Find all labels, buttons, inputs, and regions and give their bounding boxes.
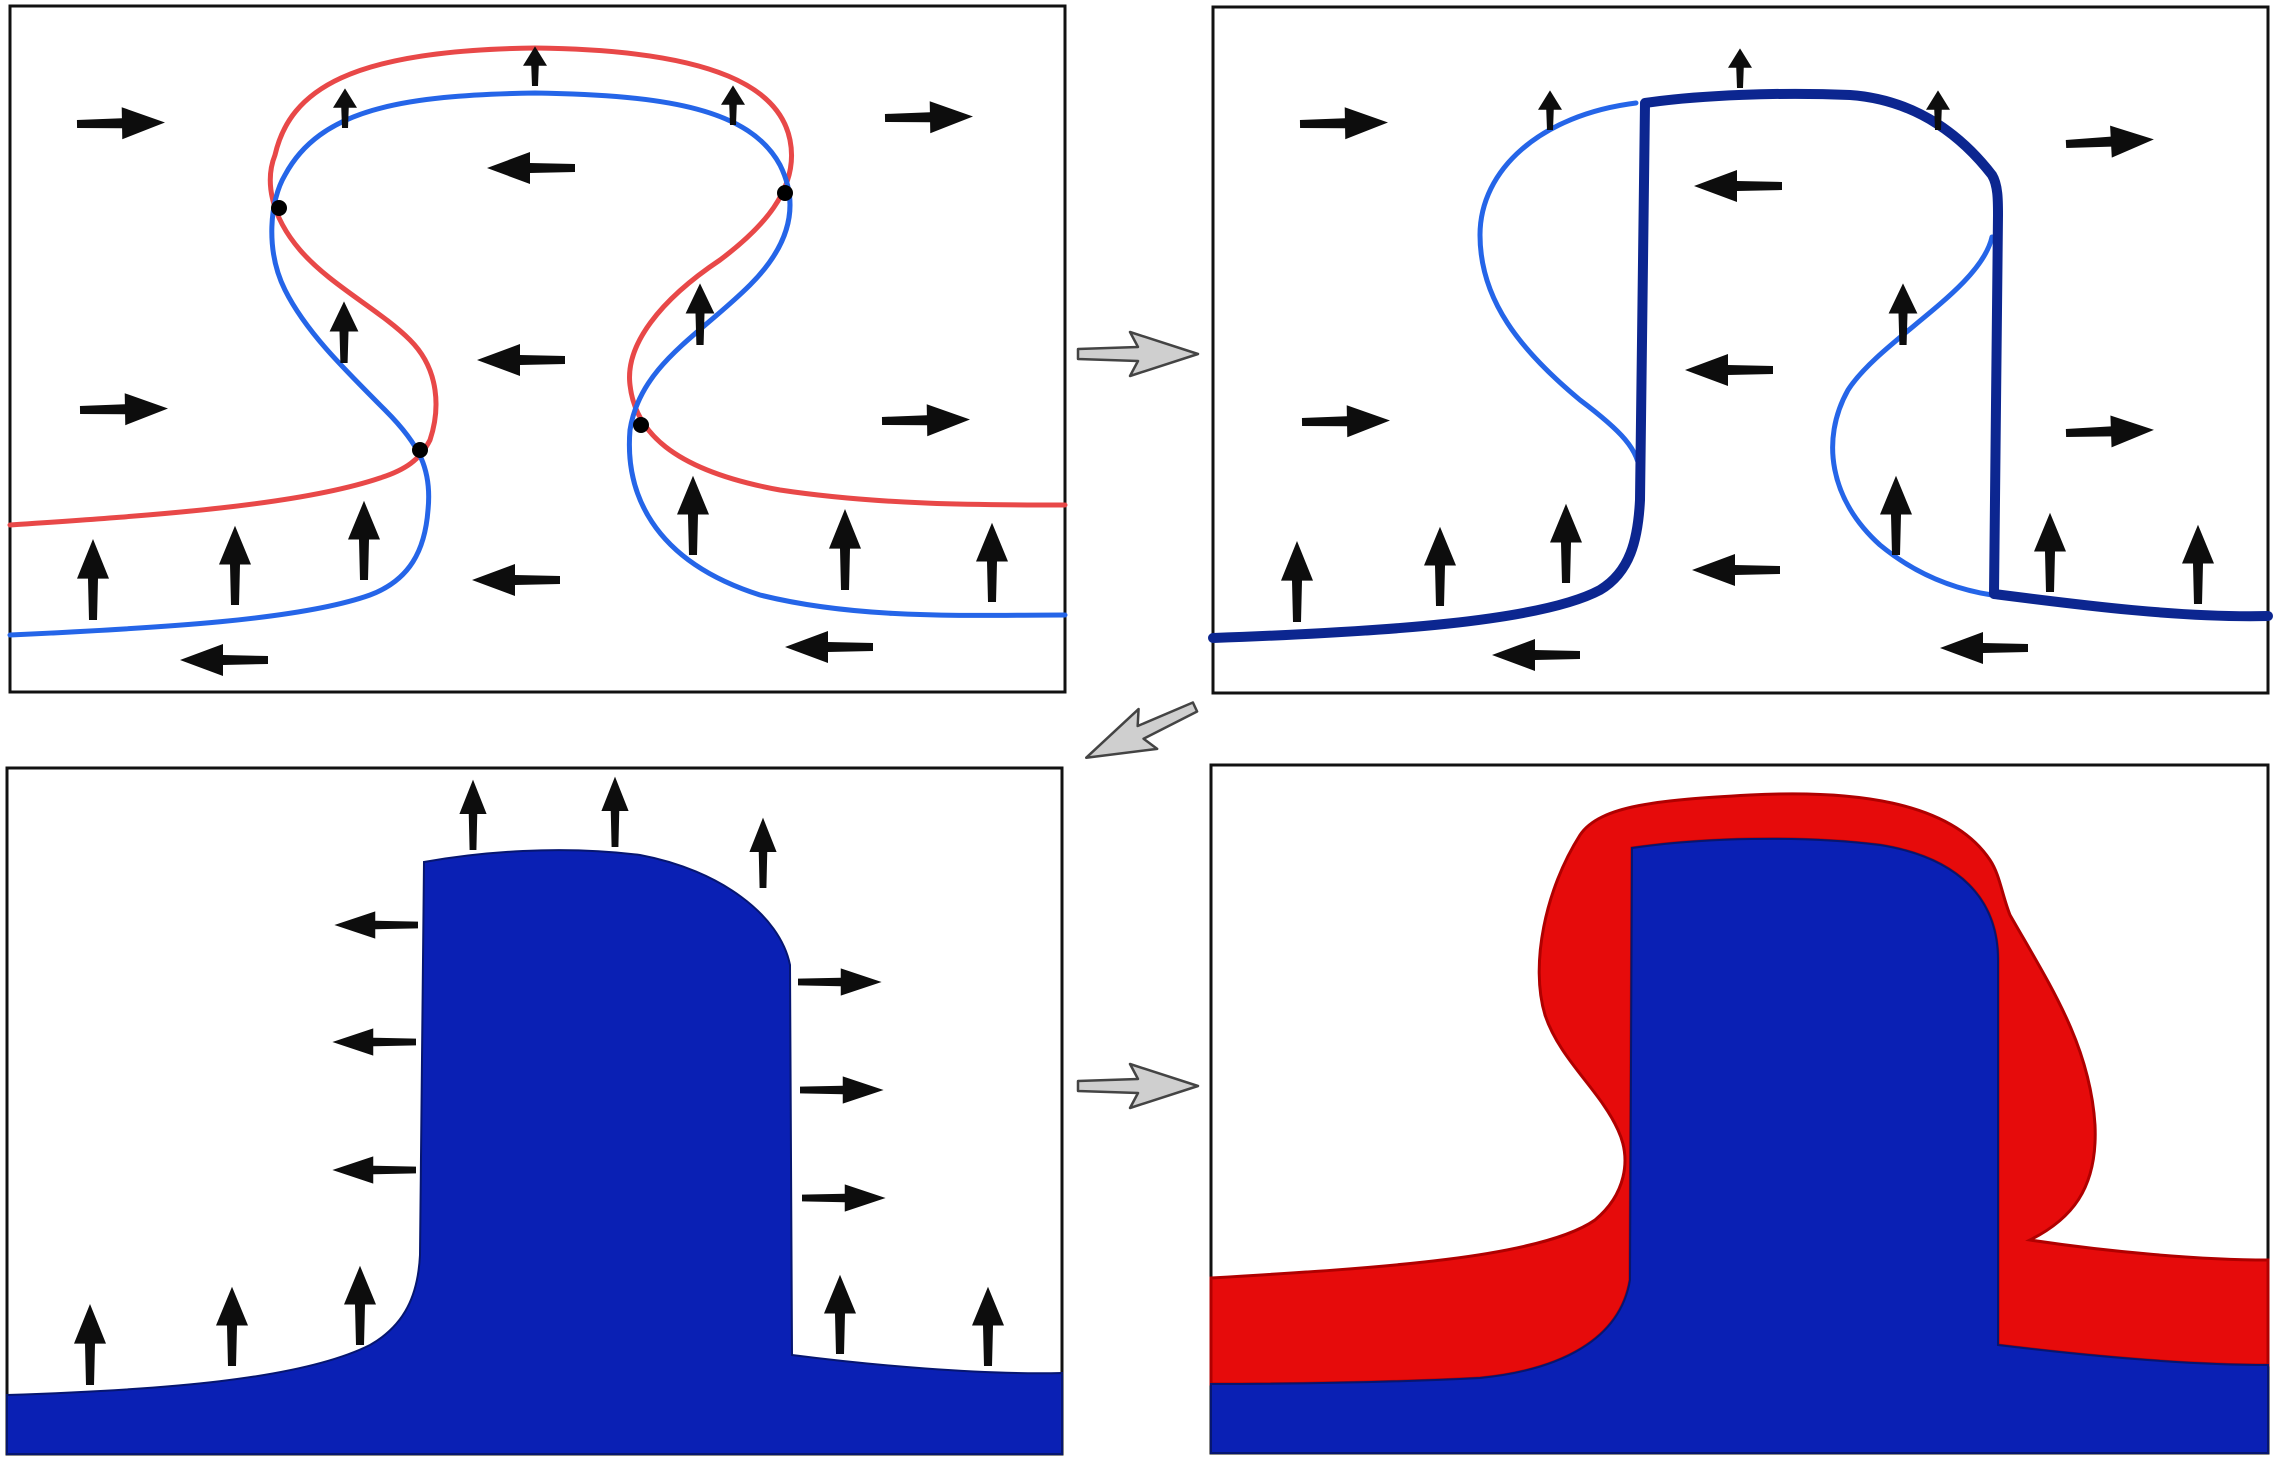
arrow-up-icon [1880, 475, 1912, 555]
intersection-point [271, 200, 287, 216]
intersection-point [777, 185, 793, 201]
arrow-up-icon [824, 1274, 856, 1354]
arrow-right-icon [798, 968, 882, 996]
arrow-up-icon [972, 1286, 1004, 1366]
arrow-up-icon [1424, 526, 1456, 606]
blue-interface-curve [1830, 234, 1995, 598]
arrow-right-icon [1301, 405, 1390, 438]
arrow-up-icon [344, 1265, 376, 1345]
intersection-point [412, 442, 428, 458]
arrow-left-icon [180, 644, 268, 676]
arrow-right-icon [802, 1184, 886, 1212]
transition-arrow-down-left-icon [1084, 701, 1199, 759]
arrow-left-icon [1692, 554, 1780, 586]
intersection-point [633, 417, 649, 433]
arrow-up-icon [74, 1304, 106, 1385]
arrow-up-icon [348, 500, 380, 580]
transition-arrow-right-icon [1076, 1062, 1200, 1110]
intersection-points [271, 185, 793, 458]
arrow-up-icon [219, 525, 251, 605]
arrow-up-icon [216, 1286, 248, 1366]
arrow-right-icon [2065, 415, 2154, 448]
arrow-right-icon [1299, 107, 1388, 140]
arrow-left-icon [472, 564, 560, 596]
arrow-right-icon [881, 404, 970, 437]
arrow-up-icon [329, 301, 359, 363]
arrow-left-icon [785, 631, 873, 663]
arrow-left-icon [1492, 639, 1580, 671]
dark-blue-merged-interface [1208, 88, 2273, 643]
arrow-up-icon [749, 817, 777, 888]
arrow-up-icon [1550, 503, 1582, 583]
arrow-right-icon [2065, 125, 2154, 158]
panel-bottom-left [5, 766, 1064, 1456]
arrow-up-icon [333, 88, 357, 128]
arrow-up-icon [1926, 90, 1950, 130]
panel-top-left [7, 4, 1068, 694]
arrow-left-icon [334, 911, 418, 939]
blue-interface-curve [1477, 100, 1643, 478]
panel-bottom-right [1209, 763, 2270, 1455]
velocity-arrows [1281, 48, 2214, 671]
arrow-up-icon [2182, 524, 2214, 604]
arrow-up-icon [677, 475, 709, 555]
arrow-up-icon [601, 776, 629, 847]
arrow-right-icon [800, 1076, 884, 1104]
arrow-right-icon [79, 393, 168, 426]
panel-top-right [1208, 5, 2273, 695]
arrow-up-icon [523, 46, 547, 86]
arrow-up-icon [1281, 541, 1313, 622]
transition-arrow-right-icon [1076, 330, 1200, 378]
arrow-left-icon [332, 1028, 416, 1056]
velocity-arrows [76, 46, 1008, 676]
blue-interface-curve [7, 90, 1068, 638]
arrow-up-icon [976, 522, 1008, 602]
arrow-up-icon [1888, 283, 1918, 345]
arrow-left-icon [332, 1156, 416, 1184]
arrow-up-icon [459, 779, 487, 850]
arrow-left-icon [487, 152, 575, 184]
arrow-up-icon [721, 85, 745, 125]
arrow-left-icon [477, 344, 565, 376]
arrow-left-icon [1694, 170, 1782, 202]
arrow-up-icon [1728, 48, 1752, 88]
arrow-right-icon [76, 107, 165, 140]
transition-arrows [1076, 330, 1200, 1110]
arrow-left-icon [1685, 354, 1773, 386]
arrow-up-icon [77, 539, 109, 620]
blue-filled-region [1210, 837, 2269, 1454]
panel-frame [1211, 5, 2270, 695]
arrow-up-icon [685, 283, 715, 345]
blue-filled-region [6, 849, 1063, 1455]
arrow-up-icon [829, 509, 861, 590]
arrow-up-icon [1538, 90, 1562, 130]
arrow-up-icon [2034, 512, 2066, 592]
panel-frame [8, 4, 1067, 694]
arrow-right-icon [884, 101, 973, 134]
velocity-arrows [74, 776, 1004, 1385]
arrow-left-icon [1940, 632, 2028, 664]
